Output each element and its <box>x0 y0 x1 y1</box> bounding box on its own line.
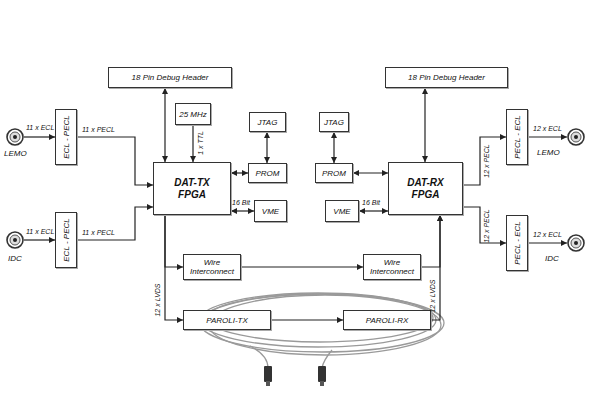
cable-tail <box>250 346 268 368</box>
fpga-box: DAT-RX FPGA <box>388 162 463 215</box>
level-converter: PECL - ECL <box>506 215 528 271</box>
signal-connector <box>463 137 506 185</box>
signal-connector <box>24 136 55 137</box>
signal-connector <box>231 172 248 173</box>
box-label: 25 MHz <box>179 110 207 119</box>
box-label: PAROLI-RX <box>366 316 409 325</box>
box-label: PECL - ECL <box>513 221 522 264</box>
signal-connector <box>528 136 567 137</box>
signal-connector <box>77 207 153 240</box>
level-converter: ECL - PECL <box>55 109 77 165</box>
interconnect-box: Wire Interconnect <box>363 254 421 280</box>
level-converter: PECL - ECL <box>506 109 528 165</box>
connector-label: LEMO <box>4 149 27 158</box>
signal-connector <box>359 210 388 211</box>
cable-loop <box>200 293 436 347</box>
signal-label: 16 Bit <box>232 199 250 207</box>
header-box: 18 Pin Debug Header <box>385 67 508 88</box>
signal-label: 11 x ECL <box>26 124 54 132</box>
connector-symbol <box>567 128 585 146</box>
box-label: DAT-TX FPGA <box>170 177 214 201</box>
fiber-plug-tip <box>266 381 270 386</box>
cable-loop <box>207 294 433 342</box>
jtag-box: JTAG <box>319 112 349 132</box>
signal-connector <box>165 215 183 267</box>
optical-module: PAROLI-RX <box>343 310 431 330</box>
fiber-plug <box>264 366 272 382</box>
fiber-plug <box>318 366 326 382</box>
box-label: 18 Pin Debug Header <box>408 73 485 82</box>
signal-connector <box>463 207 506 243</box>
box-label: ECL - PECL <box>62 115 71 158</box>
signal-label: 12 x PECL <box>483 209 491 242</box>
box-label: PROM <box>256 169 280 178</box>
box-label: 18 Pin Debug Header <box>132 73 209 82</box>
box-label: PECL - ECL <box>513 115 522 158</box>
header-box: 18 Pin Debug Header <box>108 67 232 88</box>
signal-connector <box>165 215 183 320</box>
cable-loop <box>200 294 444 352</box>
signal-label: 12 x PECL <box>483 144 491 177</box>
box-label: Wire Interconnect <box>184 258 240 276</box>
connector-symbol <box>567 234 585 252</box>
connector-label: IDC <box>545 254 559 263</box>
lemo-connector: LEMO <box>567 128 585 146</box>
vme-box: VME <box>325 200 359 222</box>
signal-label: 11 x PECL <box>82 126 115 134</box>
oscillator-box: 25 MHz <box>175 103 211 125</box>
signal-label: 12 x LVDS <box>429 279 437 312</box>
box-label: VME <box>333 207 350 216</box>
signal-connector <box>424 88 425 162</box>
connector-symbol <box>6 231 24 249</box>
box-label: ECL - PECL <box>62 218 71 261</box>
vme-box: VME <box>254 200 287 222</box>
signal-connector <box>24 239 55 240</box>
box-label: JTAG <box>258 118 278 127</box>
signal-connector <box>231 210 254 211</box>
connector-label: IDC <box>8 254 22 263</box>
level-converter: ECL - PECL <box>55 212 77 268</box>
lemo-connector: LEMO <box>6 128 24 146</box>
prom-box: PROM <box>248 163 287 183</box>
signal-connector <box>192 125 193 162</box>
signal-label: 12 x LVDS <box>154 283 162 316</box>
connector-label: LEMO <box>537 148 560 157</box>
signal-label: 11 x PECL <box>82 229 115 237</box>
idc-connector: IDC <box>6 231 24 249</box>
connector-symbol <box>6 128 24 146</box>
signal-connector <box>421 215 440 267</box>
prom-box: PROM <box>315 163 353 183</box>
signal-label: 12 x ECL <box>533 231 562 239</box>
signal-connector <box>271 319 343 320</box>
box-label: PAROLI-TX <box>206 316 248 325</box>
jtag-box: JTAG <box>249 112 286 132</box>
idc-connector: IDC <box>567 234 585 252</box>
interconnect-box: Wire Interconnect <box>183 254 241 280</box>
fiber-plug-tip <box>320 381 324 386</box>
box-label: Wire Interconnect <box>364 258 420 276</box>
cable-tail <box>322 350 332 368</box>
signal-connector <box>77 137 153 185</box>
optical-module: PAROLI-TX <box>183 310 271 330</box>
signal-connector <box>266 132 267 163</box>
signal-connector <box>528 242 567 243</box>
signal-label: 1 x TTL <box>197 131 205 155</box>
box-label: JTAG <box>324 118 344 127</box>
signal-label: 12 x ECL <box>533 125 562 133</box>
signal-connector <box>164 88 165 162</box>
fpga-box: DAT-TX FPGA <box>153 162 231 215</box>
box-label: VME <box>262 207 279 216</box>
signal-label: 11 x ECL <box>26 228 54 236</box>
signal-connector <box>333 132 334 163</box>
signal-connector <box>241 266 363 267</box>
box-label: PROM <box>322 169 346 178</box>
signal-label: 16 Bit <box>362 199 380 207</box>
box-label: DAT-RX FPGA <box>404 177 448 201</box>
signal-connector <box>353 172 388 173</box>
